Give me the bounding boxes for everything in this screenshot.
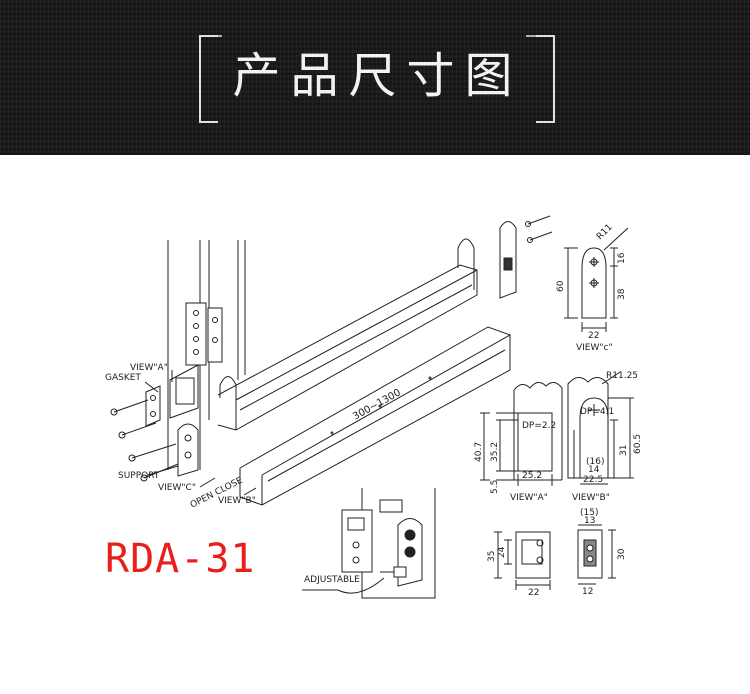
view-b-detail	[567, 371, 634, 485]
small-side-bottom: 12	[582, 587, 593, 597]
small-front-outer: 35	[487, 551, 497, 562]
view-b-width: 22.5	[583, 475, 603, 485]
view-a-detail	[480, 382, 563, 486]
view-c-radius: R11	[595, 223, 615, 243]
view-b-right-inner: 31	[619, 445, 629, 456]
model-number: RDA-31	[105, 536, 256, 582]
small-side-top-paren: (15)	[580, 508, 598, 518]
label-gasket: GASKET	[105, 373, 141, 383]
small-side-height: 30	[617, 548, 627, 560]
dimension-drawing: VIEW"A" GASKET SUPPORT VIEW"C" OPEN CLOS…	[0, 155, 750, 690]
label-view-c-main: VIEW"C"	[158, 483, 196, 493]
small-side-detail	[577, 524, 616, 585]
view-a-dp: DP=2.2	[522, 421, 556, 431]
view-c-mid: 38	[617, 288, 627, 300]
view-c-caption: VIEW"c"	[576, 343, 613, 353]
view-b-radius: R11.25	[606, 371, 638, 381]
label-view-a-main: VIEW"A"	[130, 363, 168, 373]
small-front-width: 22	[528, 588, 539, 598]
view-b-inner: 14	[588, 465, 600, 475]
view-a-width: 25.2	[522, 471, 542, 481]
banner-frame	[199, 35, 555, 123]
label-support: SUPPORT	[118, 471, 160, 481]
banner-texture	[0, 0, 750, 155]
view-c-top: 16	[617, 252, 627, 264]
header-banner: 产品尺寸图	[0, 0, 750, 155]
label-adjustable: ADJUSTABLE	[304, 575, 360, 585]
view-a-bottom-left: 5.5	[490, 480, 500, 494]
label-view-b-main: VIEW"B"	[218, 496, 256, 506]
view-b-dp: DP=4.1	[580, 407, 614, 417]
view-c-width: 22	[588, 331, 599, 341]
page-title: 产品尺寸图	[232, 48, 523, 104]
small-side-top: 13	[584, 516, 595, 526]
view-b-inner-paren: (16)	[586, 457, 604, 467]
small-front-inner: 24	[497, 546, 507, 558]
view-a-left-outer: 40.7	[474, 442, 484, 462]
view-b-caption: VIEW"B"	[572, 493, 610, 503]
iso-assembly	[110, 215, 553, 506]
small-front-detail	[494, 531, 551, 590]
view-a-left-inner: 35.2	[490, 442, 500, 462]
view-a-caption: VIEW"A"	[510, 493, 548, 503]
view-c-detail	[564, 227, 629, 332]
adjustable-detail	[302, 488, 436, 599]
view-c-height: 60	[556, 280, 566, 292]
view-b-right-outer: 60.5	[633, 434, 643, 454]
